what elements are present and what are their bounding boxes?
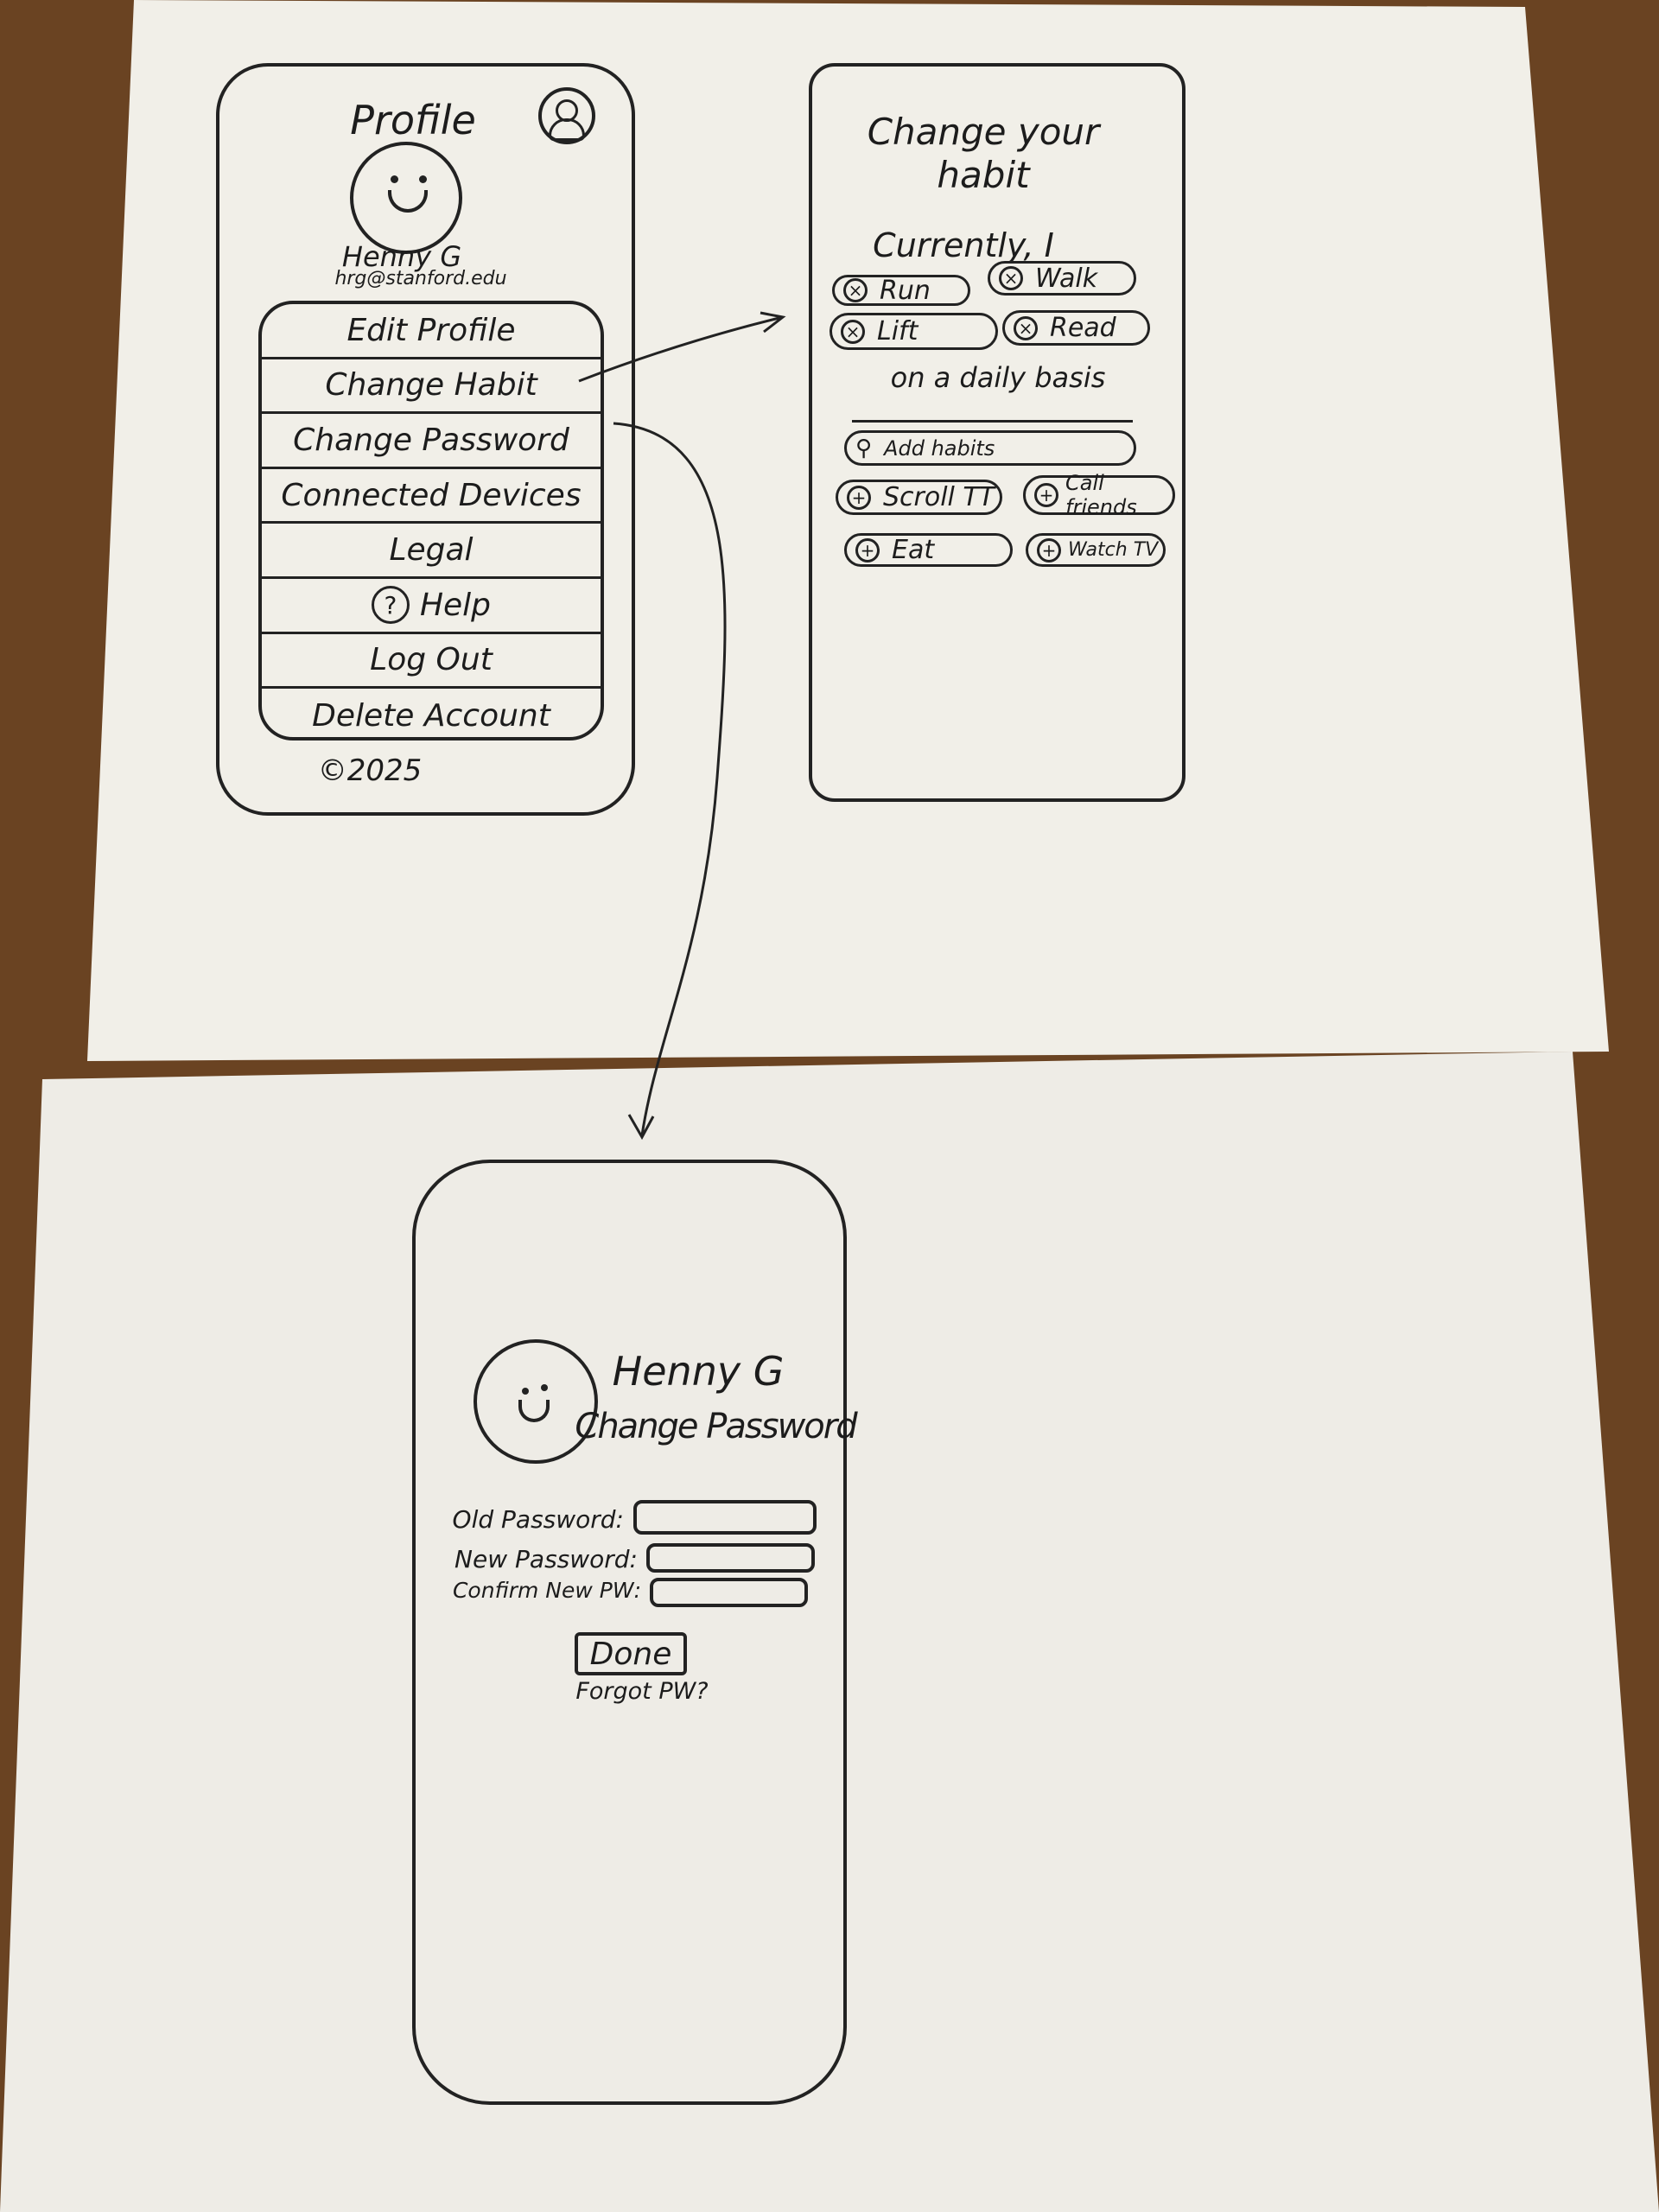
- question-circle-icon: ?: [371, 586, 410, 625]
- forgot-password-link[interactable]: Forgot PW?: [575, 1678, 709, 1705]
- menu-item-delete-account[interactable]: Delete Account: [312, 698, 550, 734]
- habit-title-line2: habit: [937, 154, 1030, 196]
- suggested-chip-watch-tv[interactable]: +Watch TV: [1026, 533, 1166, 567]
- remove-icon[interactable]: ×: [1014, 315, 1038, 340]
- confirm-password-input[interactable]: [650, 1578, 808, 1607]
- search-icon: ⚲: [855, 435, 873, 461]
- add-icon[interactable]: +: [1034, 483, 1058, 507]
- password-screen-title: Change Password: [575, 1407, 857, 1446]
- habit-chip-read[interactable]: ×Read: [1002, 310, 1150, 346]
- habit-chip-run[interactable]: ×Run: [832, 275, 970, 306]
- confirm-password-label: Confirm New PW:: [452, 1578, 641, 1603]
- new-password-input[interactable]: [646, 1543, 815, 1573]
- profile-menu: Edit Profile Change Habit Change Passwor…: [258, 301, 604, 741]
- menu-item-help[interactable]: ?Help: [262, 579, 601, 634]
- remove-icon[interactable]: ×: [841, 319, 865, 344]
- profile-name: Henny G: [341, 240, 462, 273]
- smiley-face-icon: [350, 142, 462, 254]
- top-paper-sheet: [87, 0, 1609, 1061]
- habit-suffix: on a daily basis: [890, 361, 1106, 394]
- password-screen-name: Henny G: [612, 1348, 785, 1395]
- remove-icon[interactable]: ×: [999, 266, 1023, 290]
- add-icon[interactable]: +: [855, 537, 880, 563]
- suggested-chip-call-friends[interactable]: +Call friends: [1023, 471, 1175, 519]
- new-password-label: New Password:: [454, 1545, 638, 1573]
- profile-title: Profile: [350, 97, 476, 143]
- menu-item-change-habit[interactable]: Change Habit: [262, 359, 601, 415]
- divider: [852, 420, 1133, 423]
- habit-title-line1: Change your: [867, 111, 1100, 153]
- smiley-face-icon: [474, 1339, 598, 1464]
- remove-icon[interactable]: ×: [843, 278, 868, 302]
- old-password-label: Old Password:: [452, 1505, 624, 1534]
- habit-prefix: Currently, I: [873, 226, 1054, 264]
- menu-item-legal[interactable]: Legal: [262, 524, 601, 579]
- menu-item-connected-devices[interactable]: Connected Devices: [262, 469, 601, 524]
- password-screen: [412, 1160, 847, 2105]
- suggested-chip-eat[interactable]: +Eat: [844, 533, 1013, 567]
- habit-chip-lift[interactable]: ×Lift: [830, 313, 998, 350]
- person-circle-icon[interactable]: [538, 87, 595, 144]
- copyright-footer: ©2025: [317, 753, 423, 788]
- suggested-chip-scroll-tt[interactable]: +Scroll TT: [836, 480, 1002, 515]
- arrow-to-password-screen: [613, 422, 727, 1141]
- menu-item-change-password[interactable]: Change Password: [262, 414, 601, 469]
- add-habits-search[interactable]: ⚲ Add habits: [844, 430, 1136, 466]
- arrow-to-habit-screen: [578, 311, 786, 383]
- profile-email: hrg@stanford.edu: [334, 268, 507, 289]
- menu-item-log-out[interactable]: Log Out: [262, 634, 601, 690]
- menu-item-edit-profile[interactable]: Edit Profile: [262, 304, 601, 359]
- add-icon[interactable]: +: [847, 485, 871, 510]
- habit-chip-walk[interactable]: ×Walk: [988, 261, 1136, 296]
- done-button[interactable]: Done: [575, 1632, 687, 1675]
- old-password-input[interactable]: [633, 1500, 817, 1535]
- add-icon[interactable]: +: [1037, 537, 1061, 563]
- habit-screen: [809, 63, 1185, 802]
- profile-screen: [216, 63, 635, 816]
